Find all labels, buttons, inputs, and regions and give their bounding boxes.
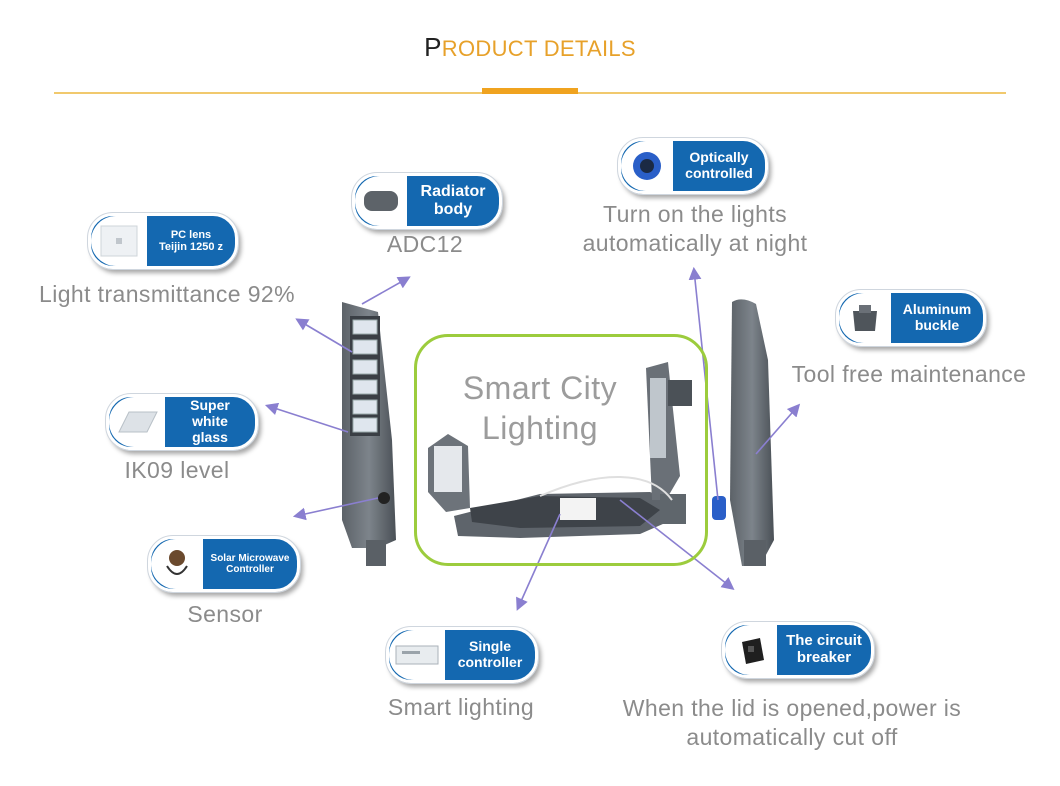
glass-sheet-icon <box>109 397 165 447</box>
radiator-desc: ADC12 <box>386 231 464 257</box>
pc-lens-desc: Light transmittance 92% <box>39 281 295 307</box>
open-lamp-image <box>428 362 692 538</box>
aluminum-desc: Tool free maintenance <box>791 361 1027 387</box>
page-title: PRODUCT DETAILS <box>424 32 636 62</box>
left-lamp-image <box>342 302 396 566</box>
lens-panel-icon <box>91 216 147 266</box>
sensor-desc: Sensor <box>187 601 263 627</box>
center-highlight-frame <box>414 334 708 566</box>
center-title: Smart City Lighting <box>462 370 618 446</box>
breaker-icon <box>725 625 777 675</box>
glass-desc: IK09 level <box>124 457 230 483</box>
single-controller-desc: Smart lighting <box>387 694 535 720</box>
controller-box-icon <box>389 630 445 680</box>
header-divider-accent <box>482 88 578 94</box>
radiator-icon <box>355 176 407 226</box>
right-lamp-image <box>712 299 774 566</box>
buckle-icon <box>839 293 891 343</box>
sensor-cable-icon <box>151 539 203 589</box>
photocell-icon <box>621 141 673 191</box>
